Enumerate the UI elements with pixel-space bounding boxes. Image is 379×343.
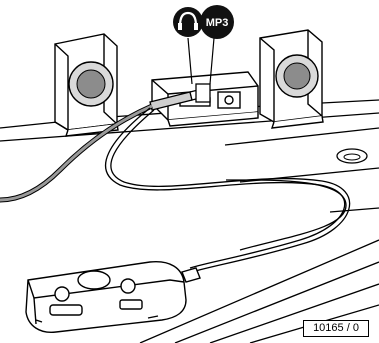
mp3-badge: MP3 xyxy=(200,5,234,39)
right-speaker xyxy=(260,30,323,128)
mp3-player xyxy=(26,262,200,333)
figure-reference-number: 10165 / 0 xyxy=(303,320,369,337)
coiled-cable xyxy=(106,108,350,272)
headphone-badge xyxy=(173,7,203,37)
mp3-label: MP3 xyxy=(206,17,229,29)
desk-outlet xyxy=(337,149,367,163)
left-speaker xyxy=(55,34,118,136)
